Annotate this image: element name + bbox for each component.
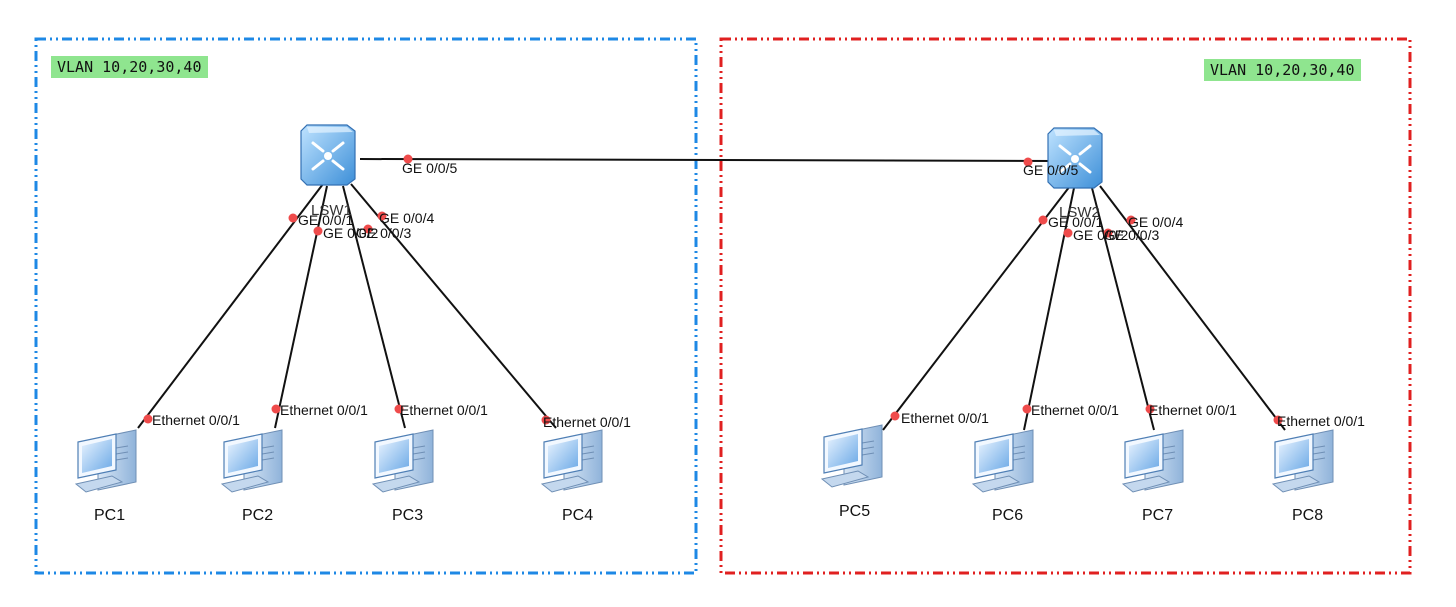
pc7-port-label: Ethernet 0/0/1 (1149, 402, 1237, 418)
pc7-icon[interactable] (1122, 429, 1184, 493)
lsw2-port-ge2-label: GE 0/0/2 (1073, 227, 1129, 243)
pc2-icon[interactable] (221, 429, 283, 493)
lsw2-port-ge1-label: GE 0/0/1 (1048, 214, 1104, 230)
pc7-label: PC7 (1142, 507, 1174, 524)
switch-lsw2-label: LSW2 (1059, 204, 1100, 221)
link-pc4 (350, 183, 557, 429)
right-zone-vlan-label: VLAN 10,20,30,40 (1204, 59, 1361, 81)
pc6-label: PC6 (992, 507, 1024, 524)
lsw1-port-ge5-label: GE 0/0/5 (402, 160, 458, 176)
lsw1-port-ge3-label: GE 0/0/3 (356, 225, 412, 241)
pc4-label: PC4 (562, 507, 594, 524)
lsw2-port-ge3-label: GE 0/0/3 (1104, 227, 1160, 243)
lsw1-port-ge4-label: GE 0/0/4 (379, 210, 435, 226)
pc3-label: PC3 (392, 507, 424, 524)
pc4-icon[interactable] (541, 429, 603, 493)
link-pc5 (882, 185, 1071, 431)
lsw2-port-ge5-label: GE 0/0/5 (1023, 162, 1079, 178)
left-zone-vlan-label: VLAN 10,20,30,40 (51, 56, 208, 78)
right-zone-border (719, 37, 1412, 575)
left-zone-border (34, 37, 698, 575)
pc5-port-label: Ethernet 0/0/1 (901, 410, 989, 426)
pc6-icon[interactable] (972, 429, 1034, 493)
switch-lsw2-icon[interactable] (1046, 126, 1104, 190)
switch-lsw1-label: LSW1 (311, 202, 352, 219)
pc3-icon[interactable] (372, 429, 434, 493)
pc8-port-label: Ethernet 0/0/1 (1277, 413, 1365, 429)
pc5-icon[interactable] (821, 424, 883, 488)
lsw1-port-ge2-label: GE 0/0/2 (323, 225, 379, 241)
pc8-icon[interactable] (1272, 429, 1334, 493)
pc1-label: PC1 (94, 507, 126, 524)
trunk-link (359, 158, 1056, 162)
pc6-port-label: Ethernet 0/0/1 (1031, 402, 1119, 418)
pc4-port-label: Ethernet 0/0/1 (543, 414, 631, 430)
pc3-port-label: Ethernet 0/0/1 (400, 402, 488, 418)
pc2-label: PC2 (242, 507, 274, 524)
port-dots (143, 154, 1283, 425)
link-pc6 (1023, 187, 1075, 431)
pc5-label: PC5 (839, 503, 871, 520)
pc1-port-label: Ethernet 0/0/1 (152, 412, 240, 428)
link-pc2 (274, 185, 328, 429)
link-pc3 (342, 185, 406, 429)
pc2-port-label: Ethernet 0/0/1 (280, 402, 368, 418)
switch-lsw1-icon[interactable] (299, 123, 357, 187)
link-pc8 (1099, 185, 1286, 431)
pc1-icon[interactable] (75, 429, 137, 493)
lsw1-port-ge1-label: GE 0/0/1 (298, 212, 354, 228)
link-pc7 (1091, 187, 1155, 431)
link-pc1 (137, 183, 324, 429)
lsw2-port-ge4-label: GE 0/0/4 (1128, 214, 1184, 230)
pc8-label: PC8 (1292, 507, 1324, 524)
